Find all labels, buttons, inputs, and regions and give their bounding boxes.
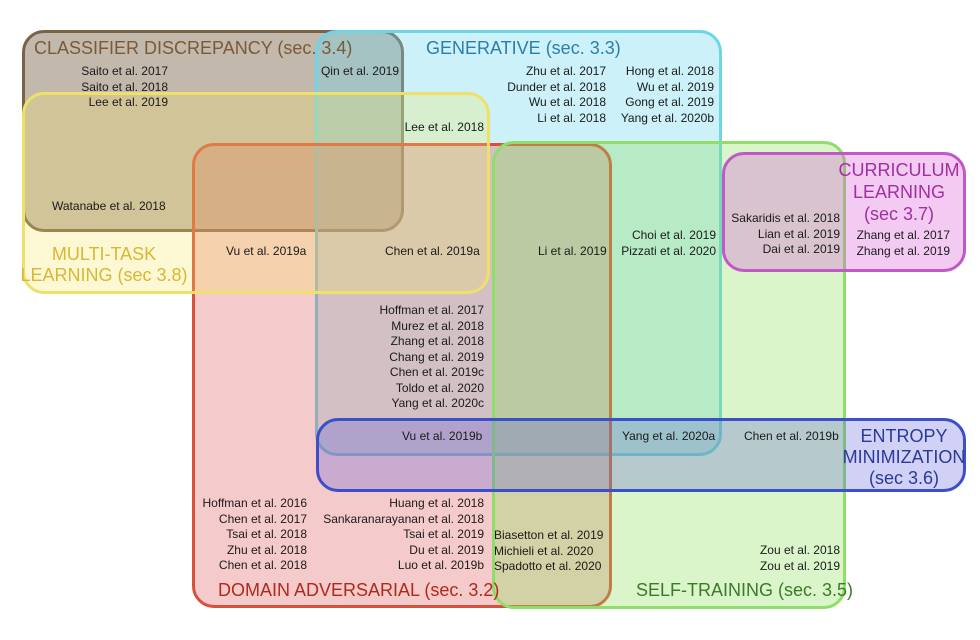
citation: Chang et al. 2019	[389, 349, 484, 364]
citation: Zhu et al. 2018	[226, 542, 307, 557]
citation: Toldo et al. 2020	[395, 380, 484, 395]
citation: Sankaranarayanan et al. 2018	[323, 511, 484, 526]
entropy-title-line2: MINIMIZATION	[842, 447, 966, 467]
citation: Zou et al. 2018	[759, 543, 840, 557]
citation: Zhang et al. 2018	[390, 334, 484, 348]
citation: Chen et al. 2019c	[389, 365, 484, 379]
self-training-region	[492, 141, 846, 609]
citation: Vu et al. 2019a	[226, 244, 307, 258]
citation: Yang et al. 2020c	[391, 396, 484, 410]
citation: Tsai et al. 2018	[226, 527, 307, 541]
curriculum-title-line1: CURRICULUM	[838, 160, 960, 180]
citation: Choi et al. 2019	[631, 228, 716, 242]
citation: Saito et al. 2018	[81, 79, 168, 94]
citation: Hong et al. 2018	[625, 64, 714, 78]
citation: Watanabe et al. 2018	[52, 199, 166, 213]
domain-adversarial-region	[192, 143, 612, 608]
citation: Pizzati et al. 2020	[621, 243, 716, 258]
citation: Huang et al. 2018	[389, 496, 484, 510]
curriculum-title-line3: (sec 3.7)	[863, 204, 935, 224]
citation: Hoffman et al. 2017	[379, 303, 484, 317]
multi-task-title-line2: LEARNING (sec 3.8)	[20, 265, 188, 285]
generative-multitask-refs: Lee et al. 2018	[405, 120, 484, 136]
citation: Lee et al. 2019	[88, 95, 168, 109]
citation: Michieli et al. 2020	[494, 543, 594, 558]
citation: Chen et al. 2017	[218, 511, 307, 526]
entropy-title-line1: ENTROPY	[860, 426, 948, 446]
gen-self-entropy-refs: Yang et al. 2020a	[622, 429, 715, 445]
citation: Li et al. 2018	[537, 110, 606, 125]
self-entropy-refs: Chen et al. 2019b	[744, 429, 839, 445]
citation: Zhang et al. 2019	[856, 243, 950, 258]
citation: Du et al. 2019	[409, 542, 484, 557]
citation: Dai et al. 2019	[762, 242, 840, 256]
citation: Chen et al. 2019a	[385, 244, 480, 258]
citation: Yang et al. 2020a	[622, 429, 716, 443]
generative-region	[315, 30, 722, 456]
citation: Murez et al. 2018	[391, 318, 484, 333]
citation: Zou et al. 2019	[759, 558, 840, 573]
classifier-discrepancy-title: CLASSIFIER DISCREPANCY (sec. 3.4)	[34, 38, 353, 58]
adv-gen-self-multitask-refs: Li et al. 2019	[538, 244, 607, 260]
classifier-discrepancy-region	[22, 30, 404, 232]
citation: Zhang et al. 2017	[856, 228, 950, 242]
citation: Hoffman et al. 2016	[202, 496, 307, 510]
generative-title: GENERATIVE (sec. 3.3)	[426, 38, 621, 58]
citation: Zhu et al. 2017	[525, 64, 606, 78]
citation: Dunder et al. 2018	[507, 79, 606, 94]
multi-task-learning-region	[22, 92, 490, 294]
citation: Sakaridis et al. 2018	[731, 211, 840, 225]
entropy-minimization-region	[316, 418, 966, 492]
multitask-adversarial-generative-refs: Chen et al. 2019a	[385, 244, 480, 260]
citation: Lee et al. 2018	[404, 120, 484, 134]
citation: Qin et al. 2019	[320, 64, 399, 78]
curriculum-title-line2: LEARNING	[852, 182, 946, 202]
citation: Saito et al. 2017	[81, 64, 168, 78]
adv-gen-entropy-refs: Vu et al. 2019b	[402, 429, 482, 445]
citation: Yang et al. 2020b	[620, 110, 714, 125]
classifier-generative-refs: Qin et al. 2019	[321, 64, 399, 80]
citation: Wu et al. 2019	[636, 79, 714, 94]
multitask-adversarial-refs: Vu et al. 2019a	[226, 244, 306, 260]
multi-task-title-line1: MULTI-TASK	[51, 244, 157, 264]
entropy-title-line3: (sec 3.6)	[868, 468, 940, 488]
citation: Chen et al. 2018	[218, 558, 307, 572]
citation: Tsai et al. 2019	[403, 527, 484, 541]
citation: Spadotto et al. 2020	[494, 559, 602, 573]
self-training-title: SELF-TRAINING (sec. 3.5)	[636, 580, 854, 600]
citation: Lian et al. 2019	[757, 226, 840, 241]
citation: Biasetton et al. 2019	[494, 528, 604, 542]
citation: Chen et al. 2019b	[744, 429, 839, 443]
citation: Wu et al. 2018	[528, 95, 606, 109]
domain-adversarial-title: DOMAIN ADVERSARIAL (sec. 3.2)	[218, 580, 500, 600]
citation: Luo et al. 2019b	[397, 558, 484, 572]
citation: Gong et al. 2019	[625, 95, 714, 109]
citation: Vu et al. 2019b	[402, 429, 483, 443]
curriculum-learning-region	[722, 152, 966, 272]
citation: Li et al. 2019	[538, 244, 607, 258]
classifier-multitask-refs: Watanabe et al. 2018	[52, 199, 166, 215]
